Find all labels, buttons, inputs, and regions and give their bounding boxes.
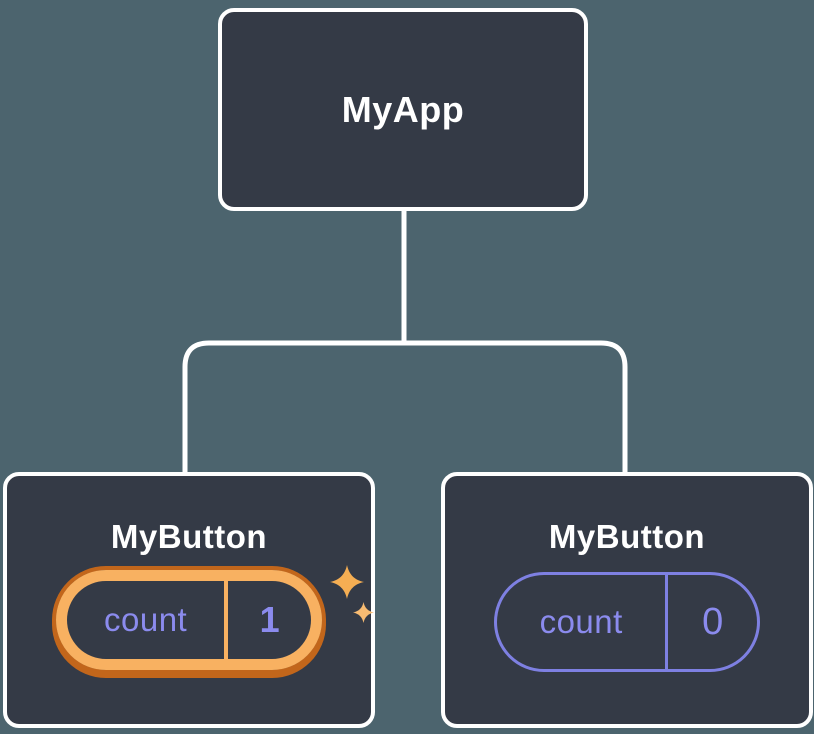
- sparkles-icon: [330, 565, 374, 623]
- connector-branch: [182, 340, 628, 478]
- component-node-myapp: MyApp: [218, 8, 588, 211]
- state-pill: count 0: [494, 572, 760, 672]
- state-value: 1: [259, 599, 280, 640]
- component-node-mybutton-2: MyButton count 0: [441, 472, 813, 728]
- pill-divider: [665, 575, 669, 669]
- pill-divider: [224, 581, 229, 659]
- node-title: MyButton: [548, 518, 706, 555]
- state-name-label: count: [104, 601, 188, 638]
- state-value: 0: [702, 600, 724, 643]
- node-title: MyButton: [110, 518, 268, 555]
- component-node-mybutton-1: MyButton count 1: [3, 472, 375, 728]
- state-pill-highlighted: count 1: [56, 570, 322, 670]
- state-name-label: count: [539, 603, 623, 640]
- node-title: MyApp: [341, 88, 465, 130]
